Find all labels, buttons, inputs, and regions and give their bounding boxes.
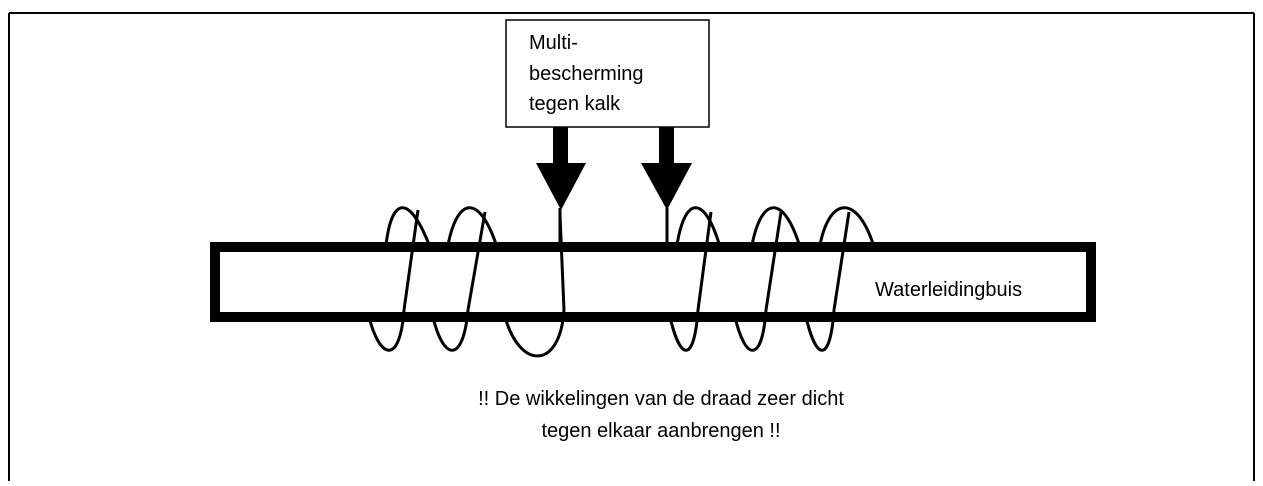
pipe-rect [210,242,1096,322]
device-label-line-3: tegen kalk [529,93,621,115]
pipe-label: Waterleidingbuis [875,279,1022,301]
coil-lower-loop-6 [804,309,836,352]
arrow-right [641,127,692,210]
coil-lower-loop-2 [431,309,470,352]
note-line-2: tegen elkaar aanbrengen !! [541,420,780,442]
device-label-line-1: Multi- [529,32,578,54]
lead-wires [558,208,669,250]
device-label-line-2: bescherming [529,63,644,85]
coil-front-segments [402,209,851,311]
device-box [505,19,710,128]
coil-back-loop-5 [675,206,722,248]
coil-lower-loops [367,309,836,358]
coil-lower-loop-3 [503,309,566,358]
coil-back-loop-2 [446,206,499,248]
arrow-left [536,127,586,210]
coil-lower-loop-4 [668,309,700,352]
coil-lower-loop-5 [733,309,768,352]
coil-back-loop-1 [384,206,432,248]
coil-back-segments [384,206,876,248]
note-line-1: !! De wikkelingen van de draad zeer dich… [478,388,844,410]
coil-back-loop-7 [818,206,876,248]
coil-back-loop-6 [750,206,802,248]
coil-lower-loop-1 [367,309,406,352]
page-border [8,12,1255,481]
